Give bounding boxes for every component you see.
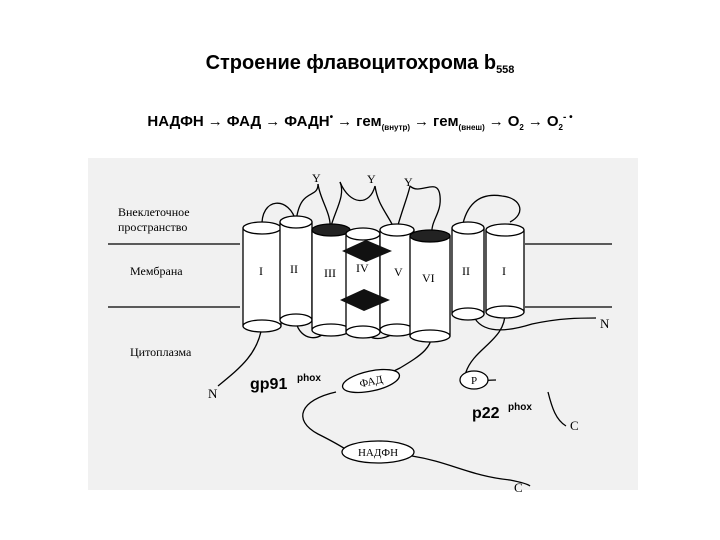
- p22-label: p22: [472, 405, 500, 422]
- p22-superscript: phox: [508, 402, 532, 413]
- region-extracellular-line1: Внеклеточное: [118, 205, 190, 219]
- glycosylation-mark: Y: [404, 175, 413, 189]
- glycosylation-mark: Y: [312, 171, 321, 185]
- helix-gp91-3: [312, 224, 350, 336]
- gp91-label: gp91: [250, 376, 287, 393]
- region-extracellular-line2: пространство: [118, 220, 187, 234]
- helix-gp91-6: [410, 230, 450, 342]
- helix-label: V: [394, 265, 403, 279]
- gp91-c-terminus: C: [514, 480, 523, 495]
- region-cytoplasm: Цитоплазма: [130, 345, 192, 359]
- helix-label: II: [462, 264, 470, 278]
- helix-label: VI: [422, 271, 435, 285]
- helix-label: II: [290, 262, 298, 276]
- helix-gp91-5: [380, 224, 414, 336]
- helix-label: I: [259, 264, 263, 278]
- glycosylation-mark: Y: [367, 172, 376, 186]
- phosphorylation-site-label: P: [471, 375, 477, 387]
- helix-label: I: [502, 264, 506, 278]
- gp91-n-terminus: N: [208, 386, 218, 401]
- helix-label: III: [324, 266, 336, 280]
- helix-label: IV: [356, 261, 369, 275]
- p22-c-terminus: C: [570, 418, 579, 433]
- region-membrane: Мембрана: [130, 264, 183, 278]
- p22-n-terminus: N: [600, 316, 610, 331]
- nadph-site-label: НАДФН: [358, 447, 398, 459]
- gp91-superscript: phox: [297, 373, 321, 384]
